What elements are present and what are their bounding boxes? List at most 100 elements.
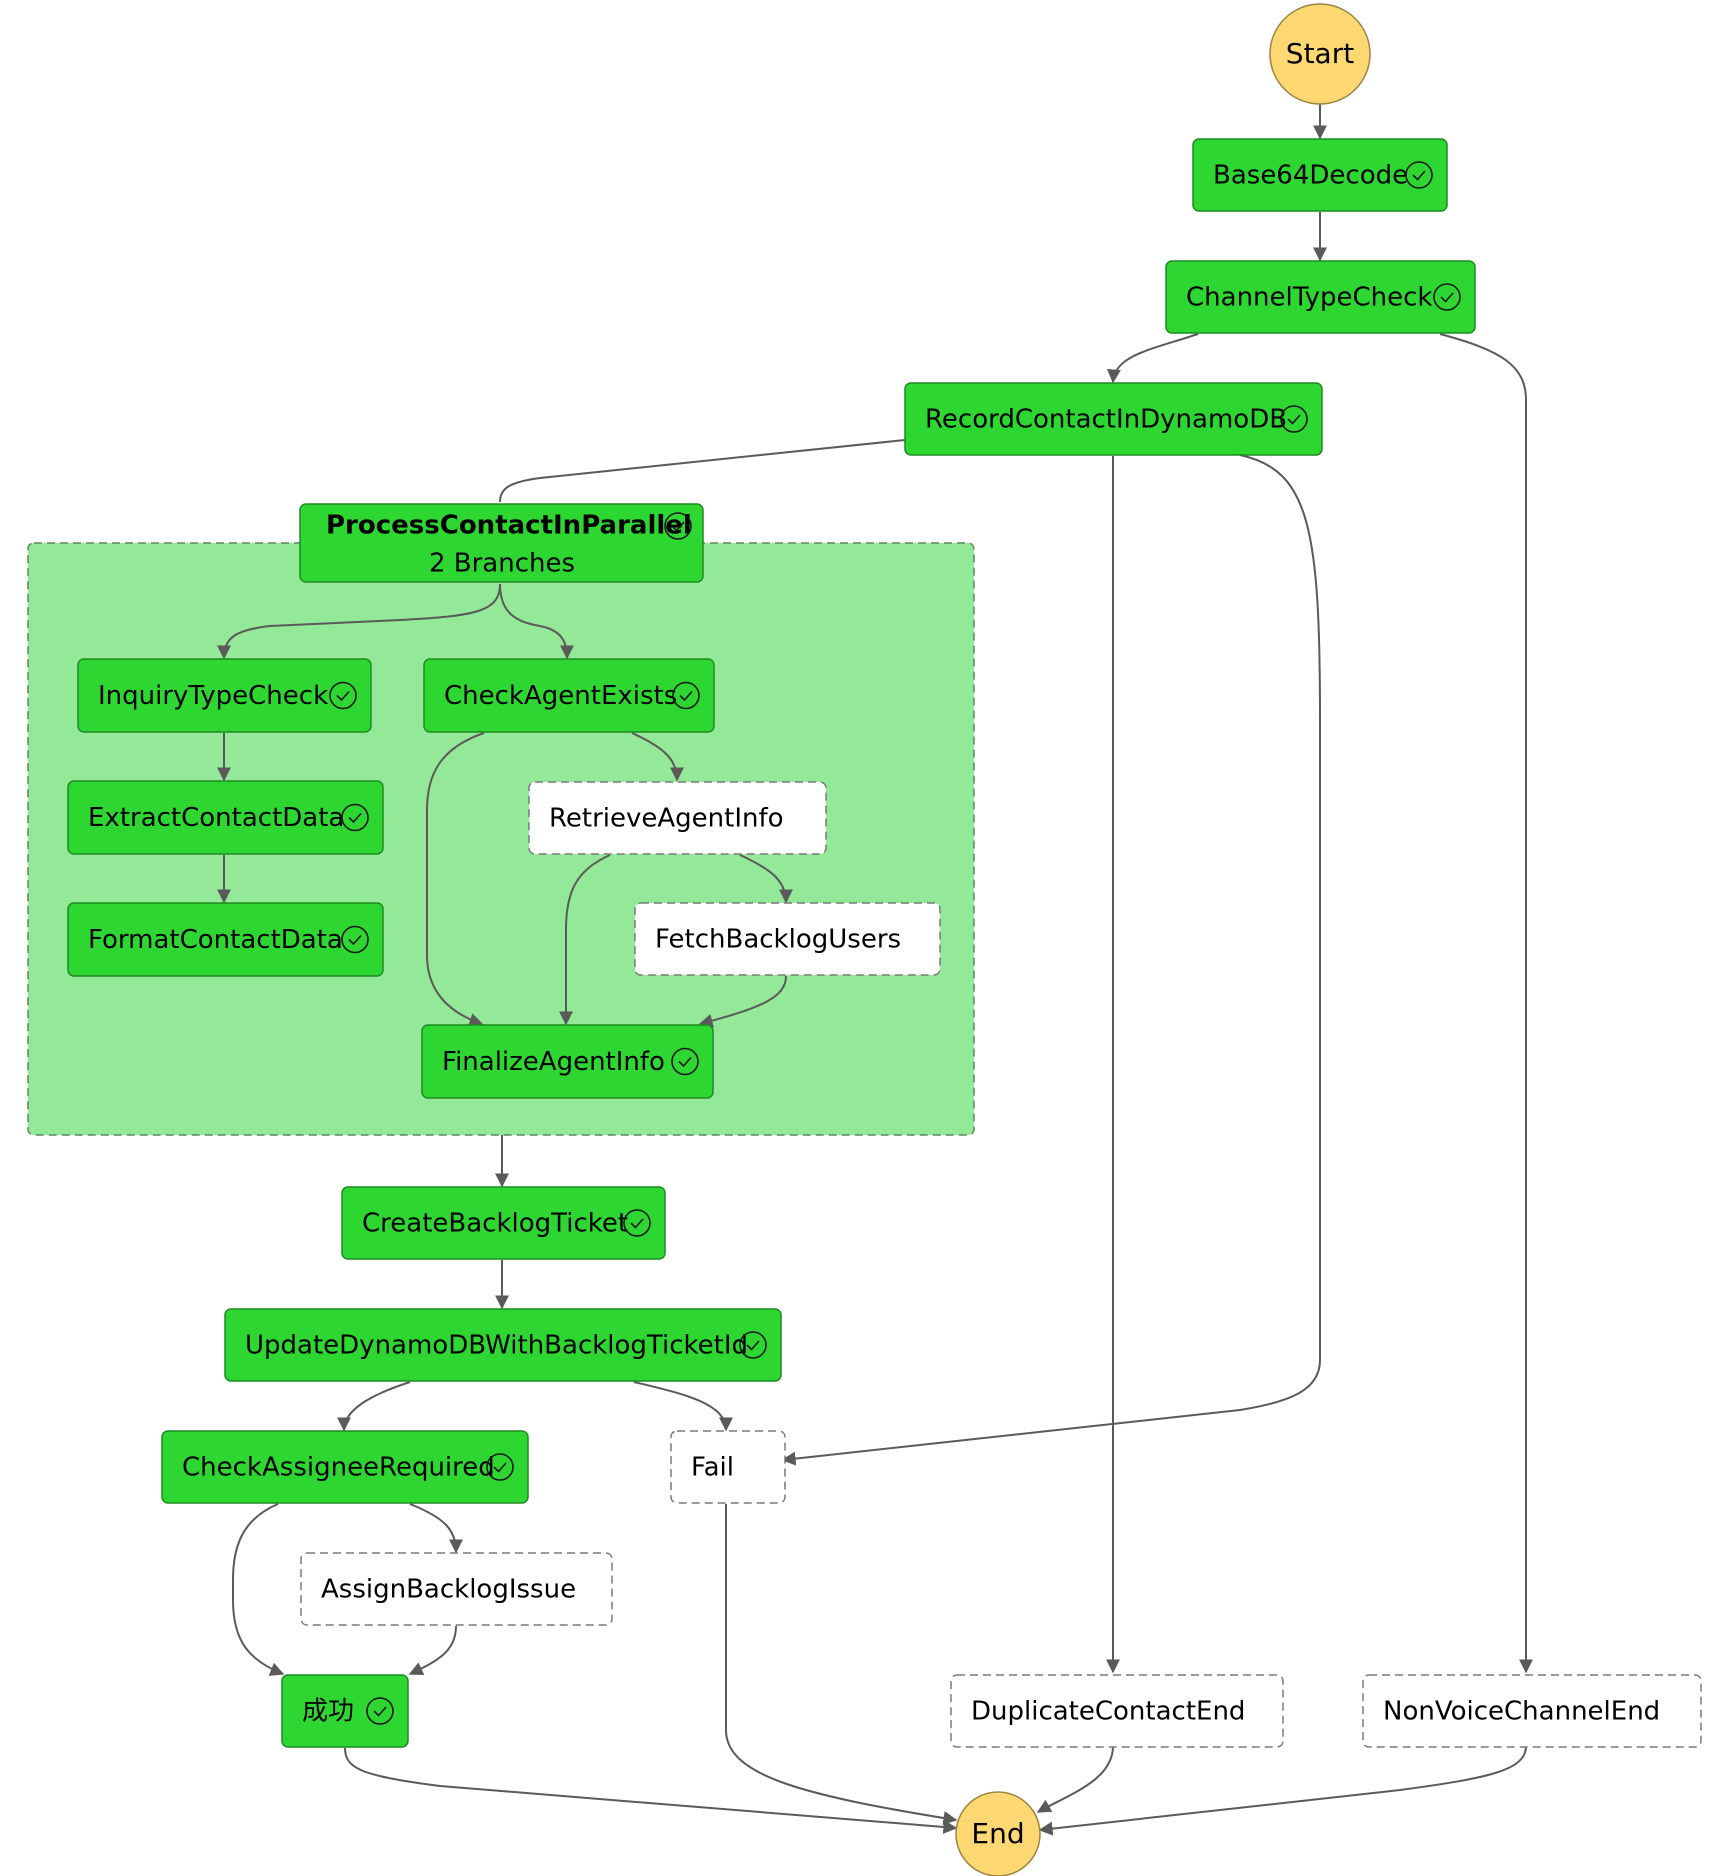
check-circle-icon [486,1453,514,1481]
edge-checkagent-retrieve [631,732,684,782]
check-circle-icon [1433,283,1461,311]
edge-record-parallel [499,439,906,503]
state-box [224,1308,782,1382]
edge-parallel-checkagent [499,583,574,660]
state-box [1165,260,1476,334]
state-node-base64[interactable]: Base64Decode [1192,138,1448,212]
end-label: End [971,1817,1024,1850]
parallel-state-node[interactable]: ProcessContactInParallel 2 Branches [299,503,704,583]
state-label: FetchBacklogUsers [655,925,901,955]
check-circle-icon [672,681,700,710]
state-box [528,781,827,855]
check-circle-icon [664,512,692,540]
state-node-inquiry[interactable]: InquiryTypeCheck [77,658,372,733]
state-node-create[interactable]: CreateBacklogTicket [341,1186,666,1260]
check-circle-icon [1280,405,1308,433]
edge-nonvoice-end [1038,1745,1527,1836]
start-label: Start [1286,37,1354,70]
state-label: UpdateDynamoDBWithBacklogTicketId [245,1331,748,1361]
state-node-retrieve[interactable]: RetrieveAgentInfo [528,781,827,855]
state-nodes: Start ProcessContactInParallel 2 Branche… [67,3,1702,1876]
end-circle [955,1791,1041,1876]
state-node-success[interactable]: 成功 [281,1674,409,1748]
edge-fail-end [725,1504,958,1825]
state-node-dup[interactable]: DuplicateContactEnd [950,1674,1284,1748]
check-circle-icon [366,1697,394,1725]
state-node-nonvoice[interactable]: NonVoiceChannelEnd [1362,1674,1702,1748]
edge-channel-record [1106,333,1199,384]
state-box [281,1674,409,1748]
edge-assign-success [408,1625,457,1676]
edge-checkassignee-success [232,1503,285,1676]
state-label: FinalizeAgentInfo [442,1047,665,1077]
edge-parallel-inquiry [217,583,501,660]
state-label: RetrieveAgentInfo [549,804,784,834]
state-label: DuplicateContactEnd [971,1697,1245,1727]
state-node-checkassignee[interactable]: CheckAssigneeRequired [161,1430,529,1504]
state-label: CreateBacklogTicket [362,1209,628,1239]
state-label: Fail [691,1453,734,1483]
check-circle-icon [341,803,369,832]
state-node-update[interactable]: UpdateDynamoDBWithBacklogTicketId [224,1308,782,1382]
state-box [634,902,941,976]
state-label: InquiryTypeCheck [98,681,328,711]
check-circle-icon [739,1331,767,1359]
state-box [950,1674,1284,1748]
edge-retrieve-finalize [559,854,611,1026]
edge-update-fail [633,1381,733,1432]
edge-dup-end [1036,1745,1114,1813]
check-circle-icon [341,925,369,954]
parallel-state-box [299,503,704,583]
edge-fetch-finalize [698,975,787,1028]
state-node-finalize[interactable]: FinalizeAgentInfo [421,1024,714,1099]
edges [217,102,1533,1836]
state-box [341,1186,666,1260]
state-box [67,902,384,977]
state-box [423,658,715,733]
state-node-format[interactable]: FormatContactData [67,902,384,977]
state-node-fail[interactable]: Fail [670,1430,786,1504]
parallel-state-name: ProcessContactInParallel [326,511,692,541]
state-label: ChannelTypeCheck [1186,283,1432,313]
edge-retrieve-fetch [739,854,793,904]
check-circle-icon [1405,161,1433,189]
state-box [670,1430,786,1504]
edge-checkassignee-assign [409,1503,463,1554]
state-node-fetch[interactable]: FetchBacklogUsers [634,902,941,976]
state-label: ExtractContactData [88,803,344,833]
state-box [67,780,384,855]
check-circle-icon [671,1047,699,1076]
state-label: AssignBacklogIssue [321,1575,576,1605]
state-box [1362,1674,1702,1748]
state-node-assign[interactable]: AssignBacklogIssue [300,1552,613,1626]
edge-channel-nonvoice [1439,333,1533,1674]
state-box [904,382,1323,456]
state-label: Base64Decode [1213,161,1408,191]
state-box [77,658,372,733]
state-node-record[interactable]: RecordContactInDynamoDB [904,382,1323,456]
parallel-branches-count: 2 Branches [429,549,575,579]
edge-checkagent-finalize [426,732,485,1027]
check-circle-icon [329,681,357,710]
edge-success-end [344,1747,958,1834]
state-label: RecordContactInDynamoDB [925,405,1287,435]
state-node-extract[interactable]: ExtractContactData [67,780,384,855]
state-box [1192,138,1448,212]
check-circle-icon [623,1209,651,1237]
state-label: 成功 [302,1697,354,1727]
state-label: NonVoiceChannelEnd [1383,1697,1660,1727]
state-label: CheckAssigneeRequired [182,1453,495,1483]
state-label: FormatContactData [88,925,343,955]
state-label: CheckAgentExists [444,681,677,711]
state-box [421,1024,714,1099]
state-box [300,1552,613,1626]
end-terminal[interactable]: End [955,1791,1041,1876]
state-node-checkagent[interactable]: CheckAgentExists [423,658,715,733]
start-terminal[interactable]: Start [1269,3,1371,105]
state-box [161,1430,529,1504]
edge-update-checkassignee [337,1381,411,1432]
state-node-channel[interactable]: ChannelTypeCheck [1165,260,1476,334]
edge-record-fail [781,454,1321,1466]
start-circle [1269,3,1371,105]
